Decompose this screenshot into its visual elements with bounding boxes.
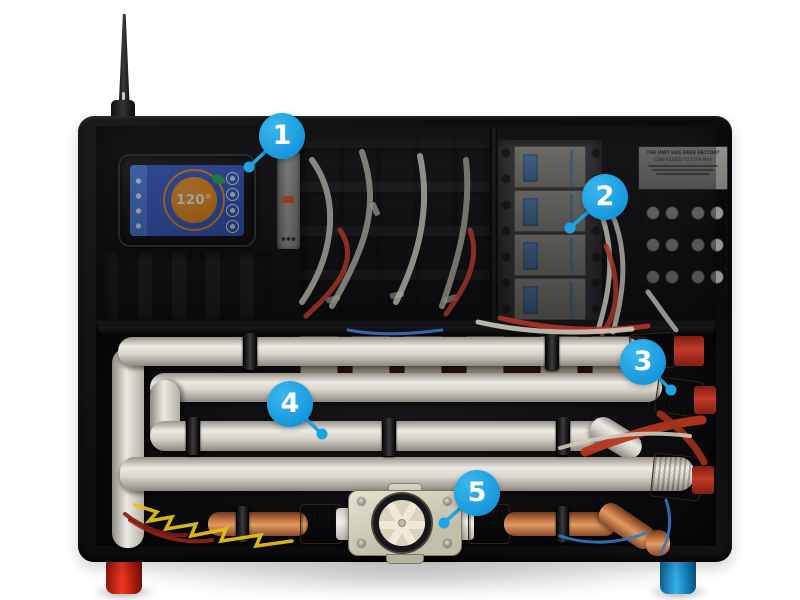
breaker-toggle bbox=[523, 154, 538, 182]
copper-clamp bbox=[236, 506, 249, 542]
pipe-clamp bbox=[545, 333, 559, 370]
breaker-stripe bbox=[570, 150, 573, 186]
callout-number: 5 bbox=[467, 477, 487, 508]
callout-badge-1: 1 bbox=[259, 113, 305, 159]
callout-number: 3 bbox=[633, 346, 653, 377]
temperature-readout: 120° bbox=[176, 192, 212, 208]
copper-pipe-left bbox=[208, 512, 308, 536]
callout-badge-2: 2 bbox=[582, 174, 628, 220]
pipe-clamp bbox=[382, 418, 396, 456]
insulated-pipe-1 bbox=[118, 337, 640, 366]
breaker-stripe bbox=[570, 282, 573, 318]
psu-terminals bbox=[281, 236, 296, 242]
factory-config-label: THE UNIT HAS BEEN FACTORY CONFIGURED TO … bbox=[638, 146, 728, 190]
copper-down-stub bbox=[646, 530, 670, 556]
breaker-stripe bbox=[570, 194, 573, 230]
config-label-fineprint bbox=[652, 169, 714, 171]
settings-icon bbox=[226, 172, 239, 185]
circuit-breaker-1 bbox=[514, 146, 586, 188]
red-fitting-3 bbox=[692, 466, 714, 494]
screen-sidebar bbox=[130, 165, 147, 236]
outlet-drop-pipe bbox=[112, 348, 144, 548]
breaker-toggle bbox=[523, 198, 538, 226]
callout-number: 2 bbox=[595, 181, 615, 212]
circuit-breaker-3 bbox=[514, 234, 586, 276]
usage-icon bbox=[226, 220, 239, 233]
antenna-mount bbox=[111, 100, 135, 120]
thermostat-screen: 120° bbox=[130, 165, 244, 236]
pipe-clamp bbox=[556, 417, 570, 455]
sensor-screw bbox=[358, 498, 365, 505]
red-fitting-1 bbox=[674, 336, 704, 366]
control-pcb bbox=[104, 252, 272, 322]
insulated-pipe-3 bbox=[150, 421, 612, 451]
config-label-fineprint bbox=[656, 173, 710, 175]
flow-sensor-window bbox=[373, 494, 431, 552]
impeller-hub bbox=[398, 519, 406, 527]
config-label-line2: CONFIGURED TO 150A MAX bbox=[653, 157, 713, 162]
compartment-divider bbox=[490, 128, 497, 330]
sensor-screw bbox=[444, 540, 451, 547]
breaker-toggle bbox=[523, 242, 538, 270]
compression-nut-left bbox=[300, 504, 342, 544]
callout-badge-4: 4 bbox=[267, 381, 313, 427]
psu-logo bbox=[282, 196, 294, 203]
flow-sensor-foot bbox=[386, 554, 424, 564]
config-label-fineprint bbox=[648, 165, 718, 167]
callout-number: 4 bbox=[280, 388, 300, 419]
breaker-cover-holes-right bbox=[591, 147, 601, 319]
pipe-clamp bbox=[243, 333, 257, 370]
antenna-glint bbox=[122, 92, 125, 100]
circuit-breaker-2 bbox=[514, 190, 586, 232]
camera-icon bbox=[226, 204, 239, 217]
breaker-cover-holes-left bbox=[501, 147, 511, 319]
callout-badge-3: 3 bbox=[620, 339, 666, 385]
breaker-stripe bbox=[570, 238, 573, 274]
mode-icons-column bbox=[135, 175, 142, 229]
breaker-toggle bbox=[523, 286, 538, 314]
insulated-pipe-2 bbox=[150, 373, 662, 402]
power-terminal-block-1 bbox=[641, 196, 682, 292]
red-fitting-2 bbox=[694, 386, 716, 414]
temperature-dial: 120° bbox=[171, 177, 217, 223]
callout-badge-5: 5 bbox=[454, 470, 500, 516]
schedule-icon bbox=[226, 188, 239, 201]
power-terminal-block-2 bbox=[686, 196, 727, 292]
cover-seam bbox=[96, 320, 716, 336]
callout-number: 1 bbox=[272, 120, 292, 151]
sensor-screw bbox=[444, 498, 451, 505]
sensor-screw bbox=[358, 540, 365, 547]
copper-clamp bbox=[556, 506, 569, 542]
circuit-breaker-4 bbox=[514, 278, 586, 320]
relay-board bbox=[300, 138, 490, 316]
pipe-clamp bbox=[186, 417, 200, 455]
